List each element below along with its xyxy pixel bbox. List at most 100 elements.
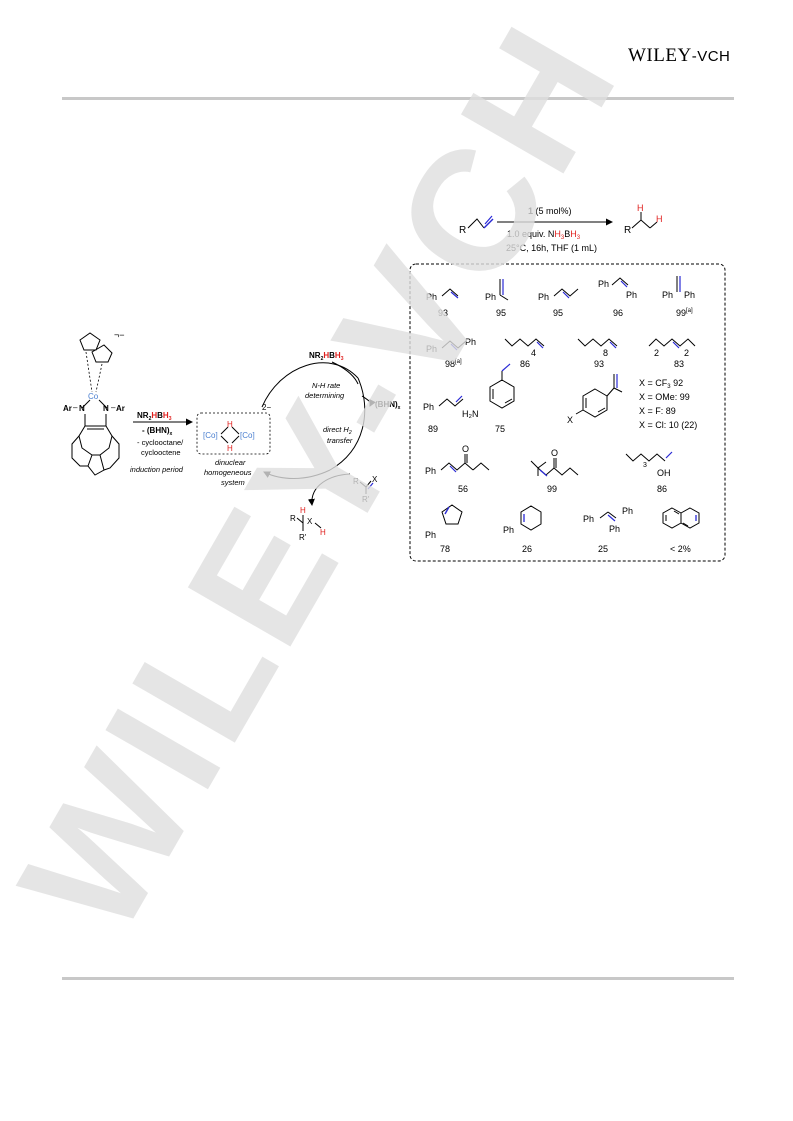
svg-text:Ph: Ph bbox=[609, 524, 620, 534]
svg-text:X: X bbox=[307, 517, 313, 526]
svg-text:O: O bbox=[551, 448, 558, 458]
svg-text:26: 26 bbox=[522, 544, 532, 554]
svg-text:< 2%: < 2% bbox=[670, 544, 691, 554]
svg-text:Ph: Ph bbox=[598, 279, 609, 289]
svg-text:N: N bbox=[79, 404, 85, 413]
svg-text:transfer: transfer bbox=[327, 436, 353, 445]
svg-text:Ph: Ph bbox=[426, 344, 437, 354]
svg-text:[Co]: [Co] bbox=[240, 431, 255, 440]
svg-text:75: 75 bbox=[495, 424, 505, 434]
svg-text:- (BHN)x: - (BHN)x bbox=[142, 426, 173, 437]
substrate-7: 4 86 bbox=[504, 338, 545, 369]
substrate-17: Ph 26 bbox=[503, 505, 542, 554]
svg-text:X = OMe: 99: X = OMe: 99 bbox=[639, 392, 690, 402]
svg-text:99: 99 bbox=[547, 484, 557, 494]
header-rule bbox=[62, 97, 734, 100]
svg-text:Ph: Ph bbox=[465, 337, 476, 347]
svg-text:H: H bbox=[227, 444, 233, 453]
svg-text:2−: 2− bbox=[262, 403, 271, 412]
svg-text:93: 93 bbox=[438, 308, 448, 318]
svg-text:X: X bbox=[567, 415, 573, 425]
svg-text:3: 3 bbox=[643, 462, 647, 469]
svg-text:2: 2 bbox=[654, 348, 659, 358]
svg-text:99[a]: 99[a] bbox=[676, 308, 693, 318]
svg-text:induction period: induction period bbox=[130, 465, 184, 474]
svg-text:1 (5 mol%): 1 (5 mol%) bbox=[528, 206, 572, 216]
svg-text:Ar: Ar bbox=[116, 404, 125, 413]
svg-text:system: system bbox=[221, 478, 245, 487]
svg-text:H: H bbox=[656, 214, 663, 224]
svg-text:98[a]: 98[a] bbox=[445, 359, 462, 369]
svg-text:Co: Co bbox=[88, 392, 99, 401]
svg-text:¬−: ¬− bbox=[114, 330, 125, 340]
svg-text:H: H bbox=[227, 420, 233, 429]
footer-rule bbox=[62, 977, 734, 980]
svg-text:–: – bbox=[111, 403, 116, 412]
svg-text:95: 95 bbox=[496, 308, 506, 318]
svg-text:86: 86 bbox=[520, 359, 530, 369]
substrate-8: 8 93 bbox=[577, 338, 618, 369]
svg-text:X = CF3 92: X = CF3 92 bbox=[639, 378, 683, 390]
svg-text:–: – bbox=[73, 403, 78, 412]
substrate-1: Ph 93 bbox=[426, 288, 459, 318]
substrate-6: Ph Ph 98[a] bbox=[426, 337, 476, 369]
svg-text:R': R' bbox=[299, 533, 307, 542]
svg-text:[Co]: [Co] bbox=[203, 431, 218, 440]
svg-text:Ph: Ph bbox=[425, 466, 436, 476]
svg-text:NR2HBH3: NR2HBH3 bbox=[137, 411, 172, 422]
svg-text:homogeneous: homogeneous bbox=[204, 468, 252, 477]
svg-text:83: 83 bbox=[674, 359, 684, 369]
svg-text:2: 2 bbox=[684, 348, 689, 358]
svg-text:96: 96 bbox=[613, 308, 623, 318]
svg-text:direct H2: direct H2 bbox=[323, 425, 352, 436]
svg-text:H₂N: H₂N bbox=[462, 409, 479, 419]
svg-text:Ph: Ph bbox=[503, 525, 514, 535]
induction-step: NR2HBH3 - (BHN)x - cyclooctane/ cyclooct… bbox=[130, 411, 193, 474]
top-reaction: R 1 (5 mol%) 1.0 equiv. NH3BH3 25°C, 16h… bbox=[459, 203, 663, 253]
svg-text:Ph: Ph bbox=[538, 292, 549, 302]
svg-text:determining: determining bbox=[305, 391, 345, 400]
svg-text:X = Cl: 10 (22): X = Cl: 10 (22) bbox=[639, 420, 697, 430]
svg-text:1.0 equiv. NH3BH3: 1.0 equiv. NH3BH3 bbox=[507, 229, 581, 241]
svg-text:56: 56 bbox=[458, 484, 468, 494]
substrate-12: X bbox=[567, 374, 623, 425]
svg-text:78: 78 bbox=[440, 544, 450, 554]
substrate-5: Ph Ph 99[a] bbox=[662, 276, 695, 318]
svg-text:Ar: Ar bbox=[63, 404, 72, 413]
svg-text:25°C, 16h, THF (1 mL): 25°C, 16h, THF (1 mL) bbox=[506, 243, 597, 253]
svg-text:(BHN)x: (BHN)x bbox=[375, 400, 401, 411]
substrate-11: H₂N 75 bbox=[462, 363, 515, 434]
substrate-15: 3 OH 86 bbox=[625, 451, 673, 494]
svg-text:OH: OH bbox=[657, 468, 671, 478]
svg-text:Ph: Ph bbox=[622, 506, 633, 516]
svg-text:Ph: Ph bbox=[426, 292, 437, 302]
svg-text:Ph: Ph bbox=[662, 290, 673, 300]
substrate-2: Ph 95 bbox=[485, 279, 509, 318]
svg-text:Ph: Ph bbox=[583, 514, 594, 524]
svg-text:dinuclear: dinuclear bbox=[215, 458, 246, 467]
svg-text:R: R bbox=[459, 225, 466, 236]
svg-text:25: 25 bbox=[598, 544, 608, 554]
svg-text:H: H bbox=[637, 203, 644, 213]
substrate-13: Ph O 56 bbox=[425, 444, 490, 494]
svg-text:86: 86 bbox=[657, 484, 667, 494]
svg-text:N-H rate: N-H rate bbox=[312, 381, 340, 390]
svg-text:N: N bbox=[103, 404, 109, 413]
svg-text:Ph: Ph bbox=[626, 290, 637, 300]
x-substituent-yields: X = CF3 92 X = OMe: 99 X = F: 89 X = Cl:… bbox=[639, 378, 697, 430]
svg-text:X: X bbox=[372, 475, 378, 484]
substrate-16: Ph 78 bbox=[425, 504, 463, 554]
svg-text:- cyclooctane/: - cyclooctane/ bbox=[137, 438, 184, 447]
substrate-4: Ph Ph 96 bbox=[598, 277, 637, 318]
substrate-18: Ph Ph Ph 25 bbox=[583, 506, 633, 554]
dinuclear-co-species: 2− [Co] [Co] H H dinuclear homogeneous s… bbox=[196, 403, 271, 487]
svg-text:O: O bbox=[462, 444, 469, 454]
svg-text:Ph: Ph bbox=[485, 292, 496, 302]
scope-box bbox=[409, 263, 726, 562]
substrate-10: Ph 89 bbox=[423, 395, 464, 434]
svg-text:R: R bbox=[353, 477, 359, 486]
substrate-9: 2 2 83 bbox=[648, 338, 696, 369]
cobalt-precatalyst: ¬− Co N N Ar – – Ar bbox=[63, 330, 125, 476]
svg-text:R': R' bbox=[362, 495, 370, 504]
